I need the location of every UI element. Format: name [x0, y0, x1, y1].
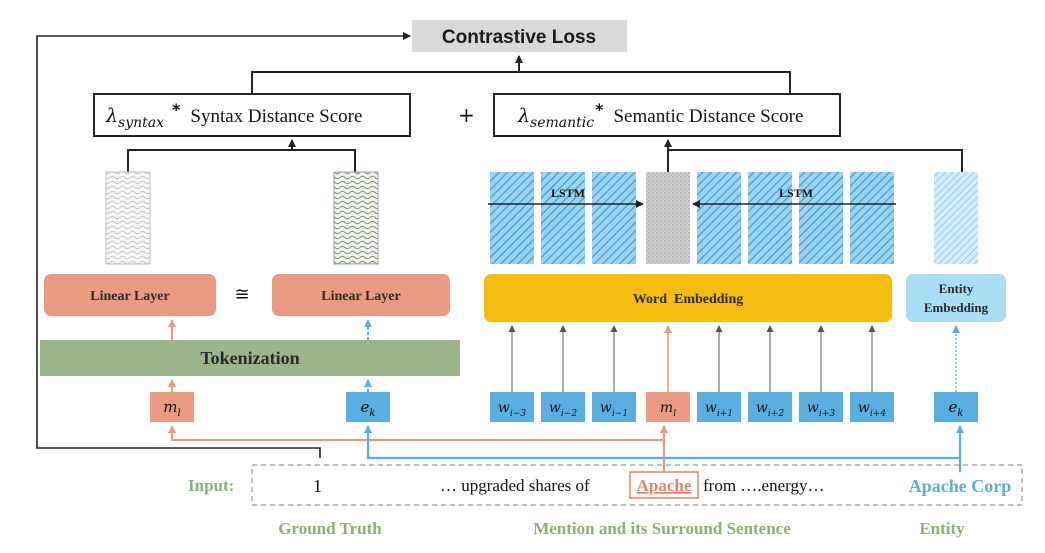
syntax-lambda-sub: syntax — [118, 115, 164, 131]
syntax-score-box — [93, 93, 411, 137]
svg-text:wi−3: wi−3 — [498, 400, 526, 419]
linear-layer-left-node: Linear Layer — [44, 274, 216, 316]
mention-word: Apache — [637, 476, 692, 495]
entity-routing-line — [364, 425, 962, 472]
score-connectors — [251, 55, 791, 94]
syntax-star: * — [172, 100, 181, 119]
lstm-state — [592, 172, 636, 264]
caption-mention-sentence: Mention and its Surround Sentence — [533, 519, 791, 538]
ground-truth-loop-line — [36, 32, 411, 458]
contrastive-loss-node: Contrastive Loss — [412, 20, 627, 52]
lstm-label-left: LSTM — [551, 186, 585, 200]
svg-text:wi+3: wi+3 — [807, 400, 835, 419]
context-word-token: wi−3 — [490, 392, 534, 422]
mention-routing-line — [168, 425, 666, 472]
syntax-score-label: Syntax Distance Score — [190, 106, 362, 127]
lstm-state — [748, 172, 792, 264]
svg-text:wi+4: wi+4 — [858, 400, 886, 419]
lstm-states — [490, 172, 894, 264]
context-word-token: wi+3 — [799, 392, 843, 422]
mention-token-left: ml — [150, 392, 194, 422]
lstm-label-right: LSTM — [779, 186, 813, 200]
linear-layer-left-box — [44, 274, 216, 316]
semantic-score-label: Semantic Distance Score — [613, 106, 803, 127]
svg-text:wi+1: wi+1 — [705, 400, 733, 419]
lstm-state — [541, 172, 585, 264]
syntax-lambda: λ — [105, 105, 118, 127]
linear-layer-right-box — [272, 274, 450, 316]
contrastive-loss-box — [412, 20, 627, 52]
entity-name: Apache Corp — [909, 476, 1012, 496]
lstm-state — [490, 172, 534, 264]
word-embedding-box — [484, 274, 892, 322]
linear-layer-left-label: Linear Layer — [90, 289, 169, 304]
svg-text:wi−2: wi−2 — [549, 400, 577, 419]
entity-token-right: ek — [934, 392, 978, 422]
vector-connectors — [127, 139, 963, 172]
approx-symbol: ≅ — [234, 284, 249, 305]
ground-truth-value: 1 — [313, 476, 322, 496]
mention-lstm-state — [646, 172, 690, 264]
input-label: Input: — [188, 476, 234, 495]
entity-embedding-vector — [934, 172, 978, 264]
svg-text:ek: ek — [949, 398, 964, 419]
entity-embedding-box — [906, 274, 1006, 322]
tokenization-box — [40, 340, 460, 376]
svg-text:λsyntax*Syntax Distance Score: λsyntax * Syntax Distance Score — [105, 100, 362, 131]
caption-entity: Entity — [919, 519, 965, 538]
entity-embedding-label-line1: Entity — [939, 281, 974, 296]
svg-text:ml: ml — [163, 398, 180, 419]
plus-sign: + — [458, 103, 475, 127]
entity-embedding-label-line2: Embedding — [924, 300, 989, 315]
lstm-state — [697, 172, 741, 264]
mention-syntax-vector — [105, 171, 151, 265]
entity-syntax-vector — [333, 171, 379, 265]
word-embedding-label: Word Embedding — [633, 292, 743, 307]
svg-text:ml: ml — [660, 400, 676, 419]
context-word-token: wi−2 — [541, 392, 585, 422]
entity-embedding-node: Entity Embedding — [906, 274, 1006, 322]
mention-token-context: ml — [646, 392, 690, 422]
contrastive-loss-label: Contrastive Loss — [442, 27, 596, 48]
semantic-score-box — [493, 93, 841, 137]
tokenization-node: Tokenization — [40, 340, 460, 376]
svg-text:ek: ek — [361, 398, 376, 419]
lstm-state — [799, 172, 843, 264]
semantic-score-node: λsemantic* Semantic Distance Score — [493, 93, 841, 137]
word-embedding-node: Word Embedding — [484, 274, 892, 322]
context-word-token: wi+4 — [850, 392, 894, 422]
lstm-state — [850, 172, 894, 264]
linear-layer-right-node: Linear Layer — [272, 274, 450, 316]
context-word-token: wi−1 — [592, 392, 636, 422]
linear-layer-right-label: Linear Layer — [321, 289, 400, 304]
svg-text:wi+2: wi+2 — [756, 400, 784, 419]
semantic-star: * — [595, 100, 604, 119]
svg-text:λsemantic*Semantic Distance Sc: λsemantic* Semantic Distance Score — [517, 100, 803, 131]
caption-ground-truth: Ground Truth — [278, 519, 382, 538]
syntax-score-node: λsyntax * Syntax Distance Score — [93, 93, 411, 137]
semantic-lambda: λ — [517, 105, 530, 127]
sentence-before-mention: … upgraded shares of — [440, 476, 590, 495]
context-word-token: wi+1 — [697, 392, 741, 422]
context-tokens-row: wi−3 wi−2 wi−1 ml wi+1 wi+2 wi+3 wi+4 — [490, 325, 894, 422]
svg-text:wi−1: wi−1 — [600, 400, 628, 419]
mention-highlight-box — [629, 471, 699, 499]
context-word-token: wi+2 — [748, 392, 792, 422]
entity-token-left: ek — [346, 392, 390, 422]
sentence-after-mention: from ….energy… — [703, 476, 825, 495]
semantic-lambda-sub: semantic — [530, 115, 594, 131]
tokenization-label: Tokenization — [200, 348, 299, 368]
